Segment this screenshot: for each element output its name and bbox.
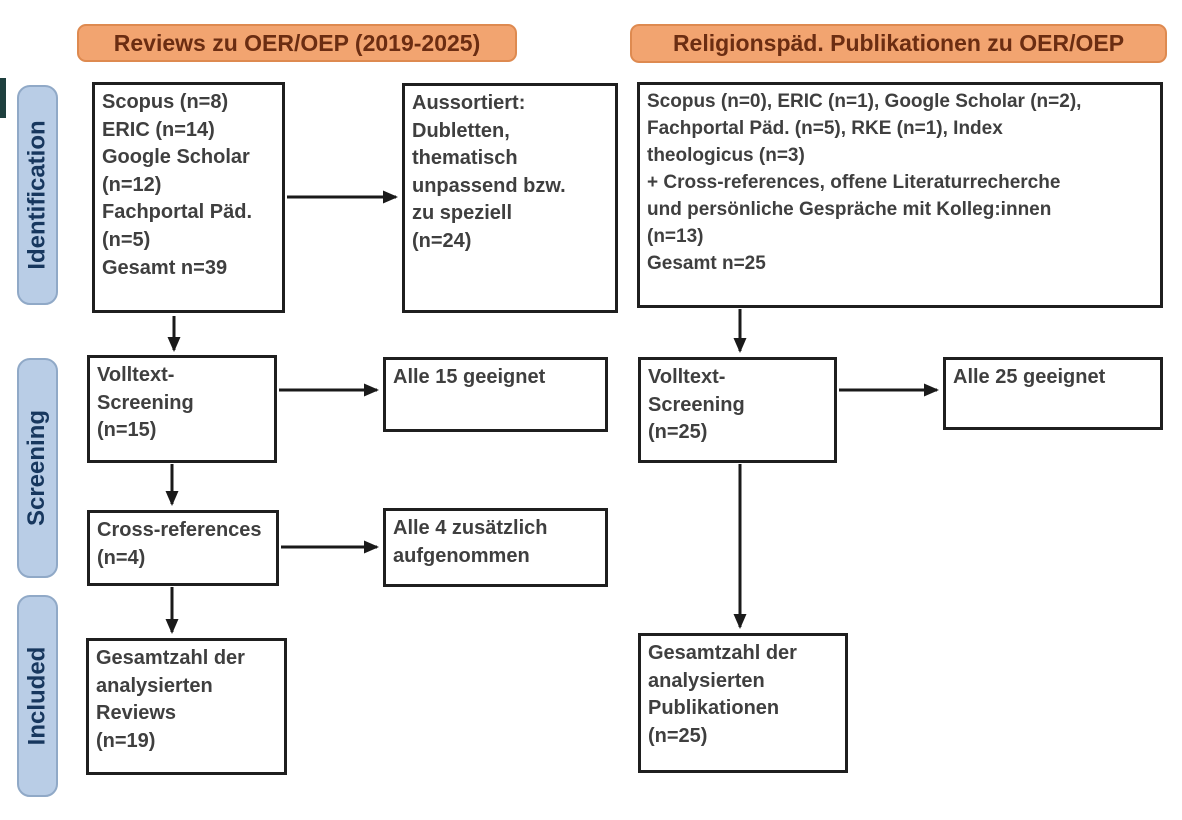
box-cross-references-result-left: Alle 4 zusätzlich aufgenommen <box>383 508 608 587</box>
column-header-reviews: Reviews zu OER/OEP (2019-2025) <box>77 24 517 62</box>
box-included-left: Gesamtzahl der analysierten Reviews (n=1… <box>86 638 287 775</box>
box-screening-right: Volltext- Screening (n=25) <box>638 357 837 463</box>
stage-label-identification: Identification <box>17 85 58 305</box>
box-excluded-left: Aussortiert: Dubletten, thematisch unpas… <box>402 83 618 313</box>
box-identification-right: Scopus (n=0), ERIC (n=1), Google Scholar… <box>637 82 1163 308</box>
page-edge-artifact <box>0 78 6 118</box>
box-identification-left: Scopus (n=8) ERIC (n=14) Google Scholar … <box>92 82 285 313</box>
box-screening-result-left: Alle 15 geeignet <box>383 357 608 432</box>
box-screening-left: Volltext- Screening (n=15) <box>87 355 277 463</box>
stage-label-screening: Screening <box>17 358 58 578</box>
box-screening-result-right: Alle 25 geeignet <box>943 357 1163 430</box>
stage-label-included: Included <box>17 595 58 797</box>
box-included-right: Gesamtzahl der analysierten Publikatione… <box>638 633 848 773</box>
box-cross-references-left: Cross-references (n=4) <box>87 510 279 586</box>
column-header-religionspaed: Religionspäd. Publikationen zu OER/OEP <box>630 24 1167 63</box>
